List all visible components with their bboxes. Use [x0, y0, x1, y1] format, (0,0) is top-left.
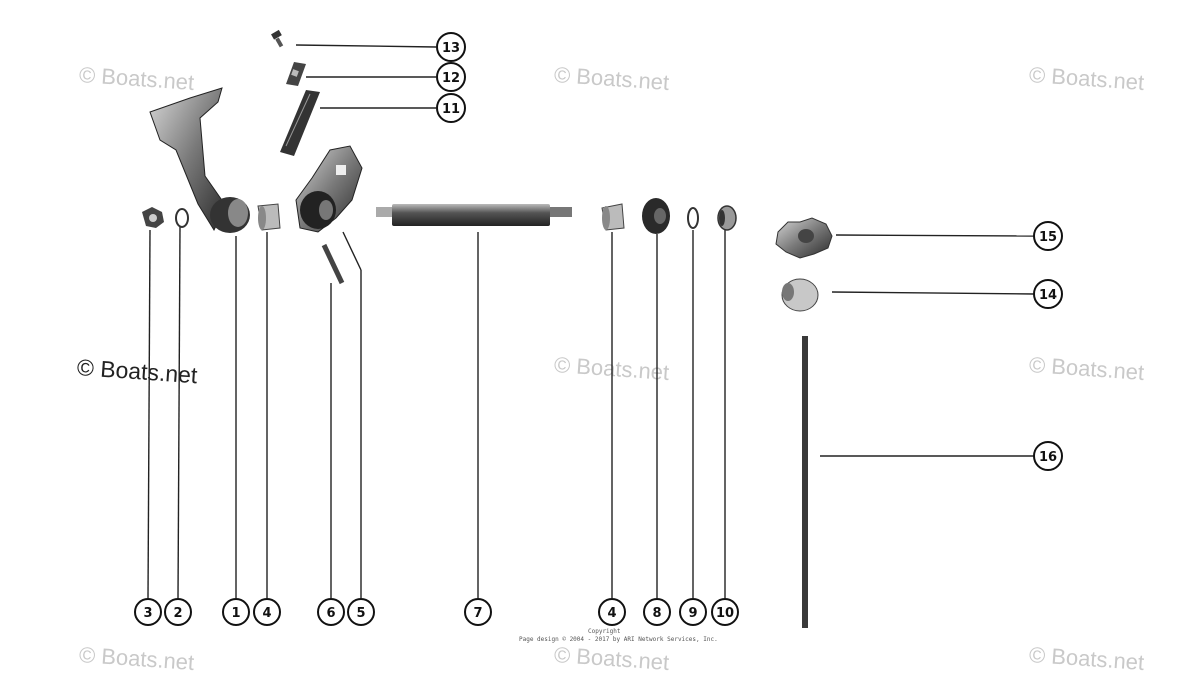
callout-3: 3 — [134, 598, 162, 626]
part-10-bushing — [717, 205, 737, 231]
svg-text:7: 7 — [473, 606, 482, 621]
svg-text:1: 1 — [231, 606, 240, 621]
svg-text:10: 10 — [716, 606, 734, 621]
svg-text:14: 14 — [1039, 288, 1057, 303]
leader-lines — [147, 44, 1035, 599]
callout-11: 11 — [436, 93, 466, 123]
svg-text:12: 12 — [442, 71, 460, 86]
svg-text:4: 4 — [607, 606, 616, 621]
callout-9: 9 — [679, 598, 707, 626]
svg-text:15: 15 — [1039, 230, 1057, 245]
callout-8: 8 — [643, 598, 671, 626]
part-14-bushing — [781, 278, 819, 312]
callout-14: 14 — [1033, 279, 1063, 309]
callout-16: 16 — [1033, 441, 1063, 471]
svg-text:11: 11 — [442, 102, 460, 117]
part-3-nut — [142, 207, 164, 228]
copyright-line-2: Page design © 2004 - 2017 by ARI Network… — [519, 636, 718, 643]
svg-text:2: 2 — [173, 606, 182, 621]
part-16-rod — [802, 336, 808, 628]
part-2-washer — [175, 208, 189, 228]
callout-10: 10 — [711, 598, 739, 626]
copyright-line-1: Copyright — [588, 628, 621, 635]
svg-text:6: 6 — [326, 606, 335, 621]
part-11-bar — [280, 90, 320, 156]
part-4-bushing-right — [601, 203, 625, 231]
callout-5: 5 — [347, 598, 375, 626]
callout-2: 2 — [164, 598, 192, 626]
callout-1: 1 — [222, 598, 250, 626]
part-13-screw — [271, 29, 284, 48]
svg-text:13: 13 — [442, 41, 460, 56]
svg-text:8: 8 — [652, 606, 661, 621]
part-7-shaft — [376, 204, 572, 226]
callout-4-right: 4 — [598, 598, 626, 626]
part-12-plate — [286, 62, 306, 86]
callout-15: 15 — [1033, 221, 1063, 251]
part-5-block — [295, 145, 363, 233]
svg-text:4: 4 — [262, 606, 271, 621]
callout-12: 12 — [436, 62, 466, 92]
svg-text:3: 3 — [143, 606, 152, 621]
callout-7: 7 — [464, 598, 492, 626]
part-4-bushing-left — [257, 203, 281, 231]
part-8-gear — [642, 198, 670, 234]
svg-text:5: 5 — [356, 606, 365, 621]
part-15-gear — [775, 217, 833, 259]
svg-text:16: 16 — [1039, 450, 1057, 465]
callout-4-left: 4 — [253, 598, 281, 626]
part-6-pin — [321, 243, 345, 285]
svg-text:9: 9 — [688, 606, 697, 621]
part-9-washer — [687, 207, 699, 229]
callout-6: 6 — [317, 598, 345, 626]
part-1-lever — [149, 87, 250, 233]
callout-13: 13 — [436, 32, 466, 62]
callouts: 3 2 1 4 6 5 7 4 8 9 10 15 14 16 13 12 11 — [134, 32, 1063, 626]
